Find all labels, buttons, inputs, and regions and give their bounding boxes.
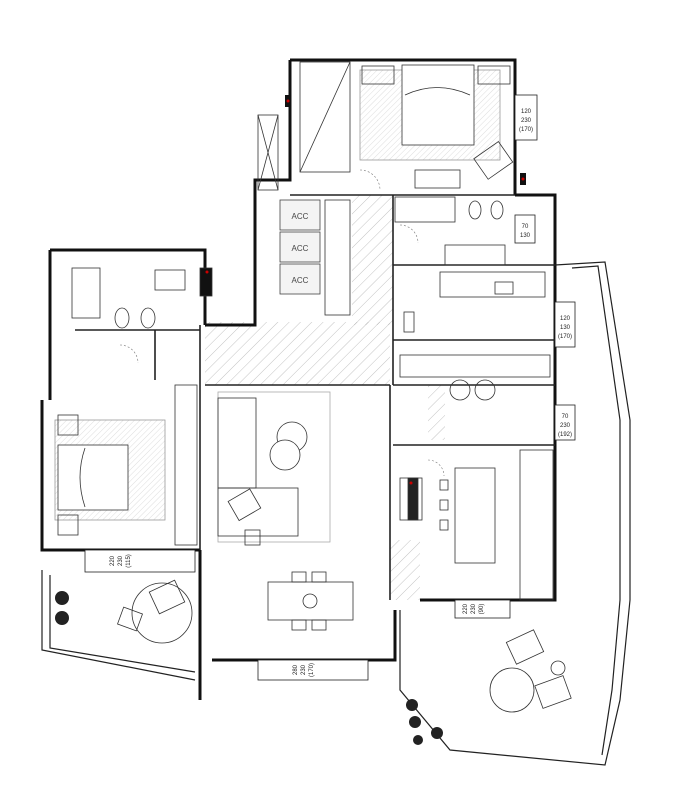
storage-label: ACC (292, 212, 309, 221)
window-dimension: (170) (519, 127, 533, 133)
plants (55, 591, 443, 745)
window-dimension: 230 (118, 555, 124, 566)
window-dimension: (90) (479, 604, 485, 615)
service-markers (205, 95, 526, 485)
door-swings (119, 169, 445, 477)
window-dimension: (192) (558, 432, 572, 438)
left-terrace (41, 570, 196, 681)
storage-label: ACC (292, 244, 309, 253)
storage-label: ACC (292, 276, 309, 285)
window-dimension: 220 (110, 555, 116, 566)
right-terrace (399, 261, 631, 766)
window-dimension: (115) (126, 554, 132, 568)
window-dimension: (170) (558, 334, 572, 340)
wardrobes (174, 61, 554, 601)
interior-walls (75, 194, 555, 600)
window-dimension: 230 (560, 423, 571, 429)
guest-bathroom (71, 267, 213, 329)
window-markers (84, 94, 576, 681)
master-bedroom (359, 64, 514, 189)
window-dimension: 230 (301, 664, 307, 675)
window-dimension: 70 (522, 224, 529, 230)
window-dimension: 230 (471, 603, 477, 614)
window-dimension: 230 (521, 118, 532, 124)
kitchen (399, 379, 496, 564)
master-bathroom (394, 196, 506, 266)
dining-area (267, 571, 354, 631)
circulation-hatching (205, 195, 445, 600)
window-dimension: 70 (562, 414, 569, 420)
terrace-furniture (117, 579, 572, 713)
living-area (217, 391, 331, 546)
study (403, 271, 546, 333)
guest-bedroom (54, 414, 166, 536)
window-dimension: 220 (463, 603, 469, 614)
window-dimension: 120 (521, 109, 532, 115)
window-dimension: 120 (560, 316, 571, 322)
window-dimension: 280 (293, 664, 299, 675)
window-labels: 120 230 (170) 70 130 120 130 (170) 70 23… (110, 109, 572, 677)
window-dimension: (170) (309, 663, 315, 677)
window-dimension: 130 (520, 233, 531, 239)
window-dimension: 130 (560, 325, 571, 331)
storage-units: ACC ACC ACC (279, 199, 321, 295)
